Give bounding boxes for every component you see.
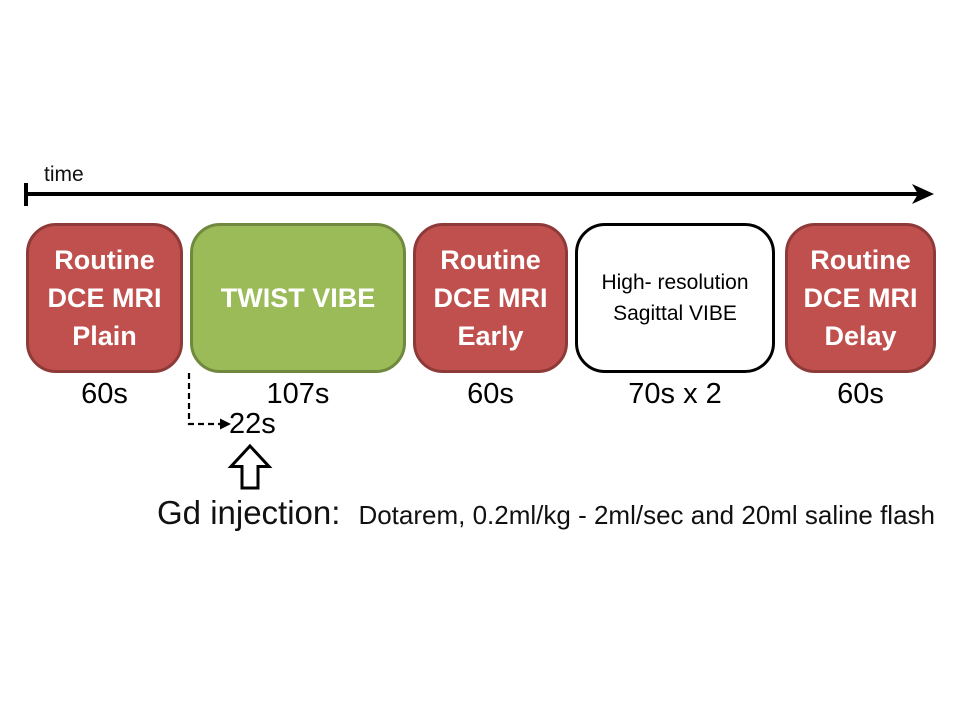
box-label-line: Plain: [72, 321, 137, 351]
injection-delay-arrowhead-icon: [220, 418, 231, 430]
duration-label-delay: 60s: [837, 378, 884, 410]
box-label-line: Routine: [440, 245, 541, 275]
box-routine-dce-mri-delay: Routine DCE MRI Delay: [785, 223, 936, 373]
box-routine-dce-mri-early: Routine DCE MRI Early: [413, 223, 568, 373]
box-label-line: High- resolution: [601, 271, 749, 294]
injection-title: Gd injection:: [157, 494, 341, 531]
box-label-line: Early: [457, 321, 524, 351]
injection-delay-label: 22s: [229, 408, 276, 440]
injection-up-arrow-icon: [227, 443, 273, 490]
duration-label-plain: 60s: [81, 378, 128, 410]
box-twist-vibe: TWIST VIBE: [190, 223, 406, 373]
injection-details: Dotarem, 0.2ml/kg - 2ml/sec and 20ml sal…: [358, 500, 936, 530]
box-label-line: DCE MRI: [47, 283, 162, 313]
box-label-line: Routine: [54, 245, 155, 275]
box-routine-dce-mri-plain: Routine DCE MRI Plain: [26, 223, 183, 373]
timeline-label: time: [44, 163, 84, 186]
duration-label-early: 60s: [467, 378, 514, 410]
box-label-line: Routine: [810, 245, 911, 275]
box-high-resolution-sagittal-vibe: High- resolution Sagittal VIBE: [575, 223, 775, 373]
duration-label-sagittal-vibe: 70s x 2: [628, 378, 722, 410]
box-label-line: TWIST VIBE: [220, 283, 376, 313]
duration-label-twist-vibe: 107s: [266, 378, 330, 410]
timeline-arrowhead-icon: [912, 184, 934, 204]
injection-delay-connector: [187, 373, 220, 426]
injection-annotation: Gd injection: Dotarem, 0.2ml/kg - 2ml/se…: [157, 494, 935, 532]
box-label-line: DCE MRI: [803, 283, 918, 313]
box-label-line: DCE MRI: [433, 283, 548, 313]
box-label-line: Sagittal VIBE: [613, 302, 737, 325]
box-label-line: Delay: [824, 321, 897, 351]
